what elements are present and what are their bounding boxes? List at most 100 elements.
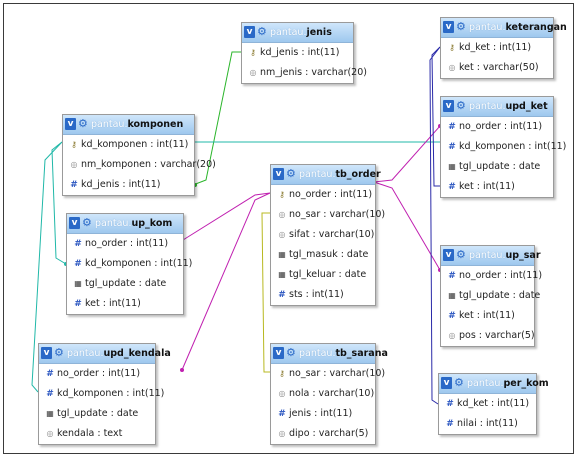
table-toggle-icon[interactable]: v xyxy=(41,347,52,359)
numeric-type-icon: # xyxy=(70,180,78,190)
table-toggle-icon[interactable]: v xyxy=(273,347,284,359)
table-upd-ket[interactable]: v ⚙ pantau.upd_ket #no_order : int(11) #… xyxy=(440,96,566,198)
table-header[interactable]: v ⚙ pantau.per_kom xyxy=(439,374,549,394)
column-row[interactable]: ⚷ no_sar : varchar(10) xyxy=(271,364,385,384)
column-row[interactable]: ◎dipo : varchar(5) xyxy=(271,424,375,444)
column-row[interactable]: #no_order : int(11) xyxy=(67,234,183,254)
column-row[interactable]: #ket : int(11) xyxy=(441,306,534,326)
column-row[interactable]: #sts : int(11) xyxy=(271,285,375,305)
gear-icon[interactable]: ⚙ xyxy=(456,20,466,33)
numeric-type-icon: # xyxy=(448,142,456,152)
text-type-icon: ◎ xyxy=(278,210,286,219)
numeric-type-icon: # xyxy=(446,399,454,409)
table-name: tb_sarana xyxy=(335,348,388,359)
table-header[interactable]: v ⚙ pantau.upd_ket xyxy=(441,97,553,117)
column-label: ket : int(11) xyxy=(459,310,515,321)
gear-icon[interactable]: ⚙ xyxy=(78,117,88,130)
table-toggle-icon[interactable]: v xyxy=(69,217,80,229)
column-row[interactable]: ⚷no_order : int(11) xyxy=(271,185,375,205)
column-row[interactable]: #nilai : int(11) xyxy=(439,414,536,434)
table-toggle-icon[interactable]: v xyxy=(273,168,284,180)
column-label: no_order : int(11) xyxy=(57,368,141,379)
database-name: pantau. xyxy=(469,101,506,112)
gear-icon[interactable]: ⚙ xyxy=(286,167,296,180)
column-row[interactable]: #ket : int(11) xyxy=(441,177,553,197)
table-keterangan[interactable]: v ⚙ pantau.keterangan ⚷kd_ket : int(11) … xyxy=(440,17,567,79)
column-row[interactable]: ◎kendala : text xyxy=(39,424,155,444)
column-row[interactable]: #no_order : int(11) xyxy=(39,364,155,384)
column-label: no_sar : varchar(10) xyxy=(289,368,386,379)
table-header[interactable]: v ⚙ pantau.tb_order xyxy=(271,165,381,185)
column-row[interactable]: ⚷kd_komponen : int(11) xyxy=(63,135,194,155)
column-label: no_order : int(11) xyxy=(85,238,169,249)
text-type-icon: ◎ xyxy=(249,68,257,77)
table-toggle-icon[interactable]: v xyxy=(443,249,454,261)
table-up-kom[interactable]: v ⚙ pantau.up_kom #no_order : int(11) #k… xyxy=(66,213,192,315)
column-row[interactable]: ◎pos : varchar(5) xyxy=(441,326,535,346)
table-header[interactable]: v ⚙ pantau.up_kom xyxy=(67,214,183,234)
column-label: ket : varchar(50) xyxy=(459,62,539,73)
gear-icon[interactable]: ⚙ xyxy=(456,248,466,261)
table-upd-kendala[interactable]: v ⚙ pantau.upd_kendala #no_order : int(1… xyxy=(38,343,171,445)
column-row[interactable]: ▦tgl_update : date xyxy=(67,274,183,294)
column-row[interactable]: ◎nm_komponen : varchar(20) xyxy=(63,155,216,175)
table-tb-sarana[interactable]: v ⚙ pantau.tb_sarana ⚷ no_sar : varchar(1… xyxy=(270,343,388,445)
column-row[interactable]: ◎no_sar : varchar(10) xyxy=(271,205,386,225)
relation-end xyxy=(180,368,184,372)
column-row[interactable]: #no_order : int(11) xyxy=(441,266,542,286)
column-row[interactable]: ◎nm_jenis : varchar(20) xyxy=(242,63,367,83)
column-row[interactable]: ⚷kd_ket : int(11) xyxy=(441,38,553,58)
column-label: tgl_keluar : date xyxy=(289,269,367,280)
column-row[interactable]: ◎ket : varchar(50) xyxy=(441,58,553,78)
table-per-kom[interactable]: v ⚙ pantau.per_kom #kd_ket : int(11) #ni… xyxy=(438,373,549,435)
gear-icon[interactable]: ⚙ xyxy=(286,346,296,359)
column-row[interactable]: #no_order : int(11) xyxy=(441,117,553,137)
table-header[interactable]: v ⚙ pantau.komponen xyxy=(63,115,194,135)
table-toggle-icon[interactable]: v xyxy=(441,377,452,389)
gear-icon[interactable]: ⚙ xyxy=(54,346,64,359)
gear-icon[interactable]: ⚙ xyxy=(456,99,466,112)
column-row[interactable]: #kd_jenis : int(11) xyxy=(63,175,194,195)
table-jenis[interactable]: v ⚙ pantau.jenis ⚷kd_jenis : int(11) ◎nm… xyxy=(241,22,367,84)
table-header[interactable]: v ⚙ pantau.up_sar xyxy=(441,246,541,266)
column-label: dipo : varchar(5) xyxy=(289,428,369,439)
relation-line-order-upsar xyxy=(373,181,441,271)
table-header[interactable]: v ⚙ pantau.upd_kendala xyxy=(39,344,171,364)
column-label: kd_ket : int(11) xyxy=(457,398,530,409)
column-row[interactable]: #ket : int(11) xyxy=(67,294,183,314)
column-row[interactable]: ▦tgl_keluar : date xyxy=(271,265,375,285)
column-row[interactable]: #jenis : int(11) xyxy=(271,404,375,424)
numeric-type-icon: # xyxy=(74,259,82,269)
column-row[interactable]: #kd_ket : int(11) xyxy=(439,394,536,414)
table-up-sar[interactable]: v ⚙ pantau.up_sar #no_order : int(11) ▦t… xyxy=(440,245,542,347)
column-row[interactable]: #kd_komponen : int(11) xyxy=(39,384,164,404)
table-tb-order[interactable]: v ⚙ pantau.tb_order ⚷no_order : int(11) … xyxy=(270,164,386,306)
key-icon: ⚷ xyxy=(279,369,285,378)
column-label: nm_komponen : varchar(20) xyxy=(81,159,216,170)
calendar-icon: ▦ xyxy=(278,270,286,279)
table-header[interactable]: v ⚙ pantau.jenis xyxy=(242,23,353,43)
table-header[interactable]: v ⚙ pantau.keterangan xyxy=(441,18,567,38)
table-toggle-icon[interactable]: v xyxy=(443,21,454,33)
column-row[interactable]: ◎sifat : varchar(10) xyxy=(271,225,375,245)
column-row[interactable]: ▦tgl_update : date xyxy=(441,157,553,177)
table-toggle-icon[interactable]: v xyxy=(65,118,76,130)
gear-icon[interactable]: ⚙ xyxy=(82,216,92,229)
table-toggle-icon[interactable]: v xyxy=(443,100,454,112)
calendar-icon: ▦ xyxy=(448,162,456,171)
table-komponen[interactable]: v ⚙ pantau.komponen ⚷kd_komponen : int(1… xyxy=(62,114,216,196)
column-row[interactable]: ▦tgl_update : date xyxy=(39,404,155,424)
table-name: jenis xyxy=(306,27,332,38)
column-row[interactable]: #kd_komponen : int(11) xyxy=(441,137,566,157)
gear-icon[interactable]: ⚙ xyxy=(257,25,267,38)
column-label: kd_jenis : int(11) xyxy=(260,47,340,58)
table-toggle-icon[interactable]: v xyxy=(244,26,255,38)
table-header[interactable]: v ⚙ pantau.tb_sarana xyxy=(271,344,388,364)
column-row[interactable]: #kd_komponen : int(11) xyxy=(67,254,192,274)
calendar-icon: ▦ xyxy=(448,291,456,300)
column-row[interactable]: ▦tgl_update : date xyxy=(441,286,540,306)
column-row[interactable]: ▦tgl_masuk : date xyxy=(271,245,375,265)
column-row[interactable]: ◎nola : varchar(10) xyxy=(271,384,375,404)
gear-icon[interactable]: ⚙ xyxy=(454,376,464,389)
column-row[interactable]: ⚷kd_jenis : int(11) xyxy=(242,43,353,63)
